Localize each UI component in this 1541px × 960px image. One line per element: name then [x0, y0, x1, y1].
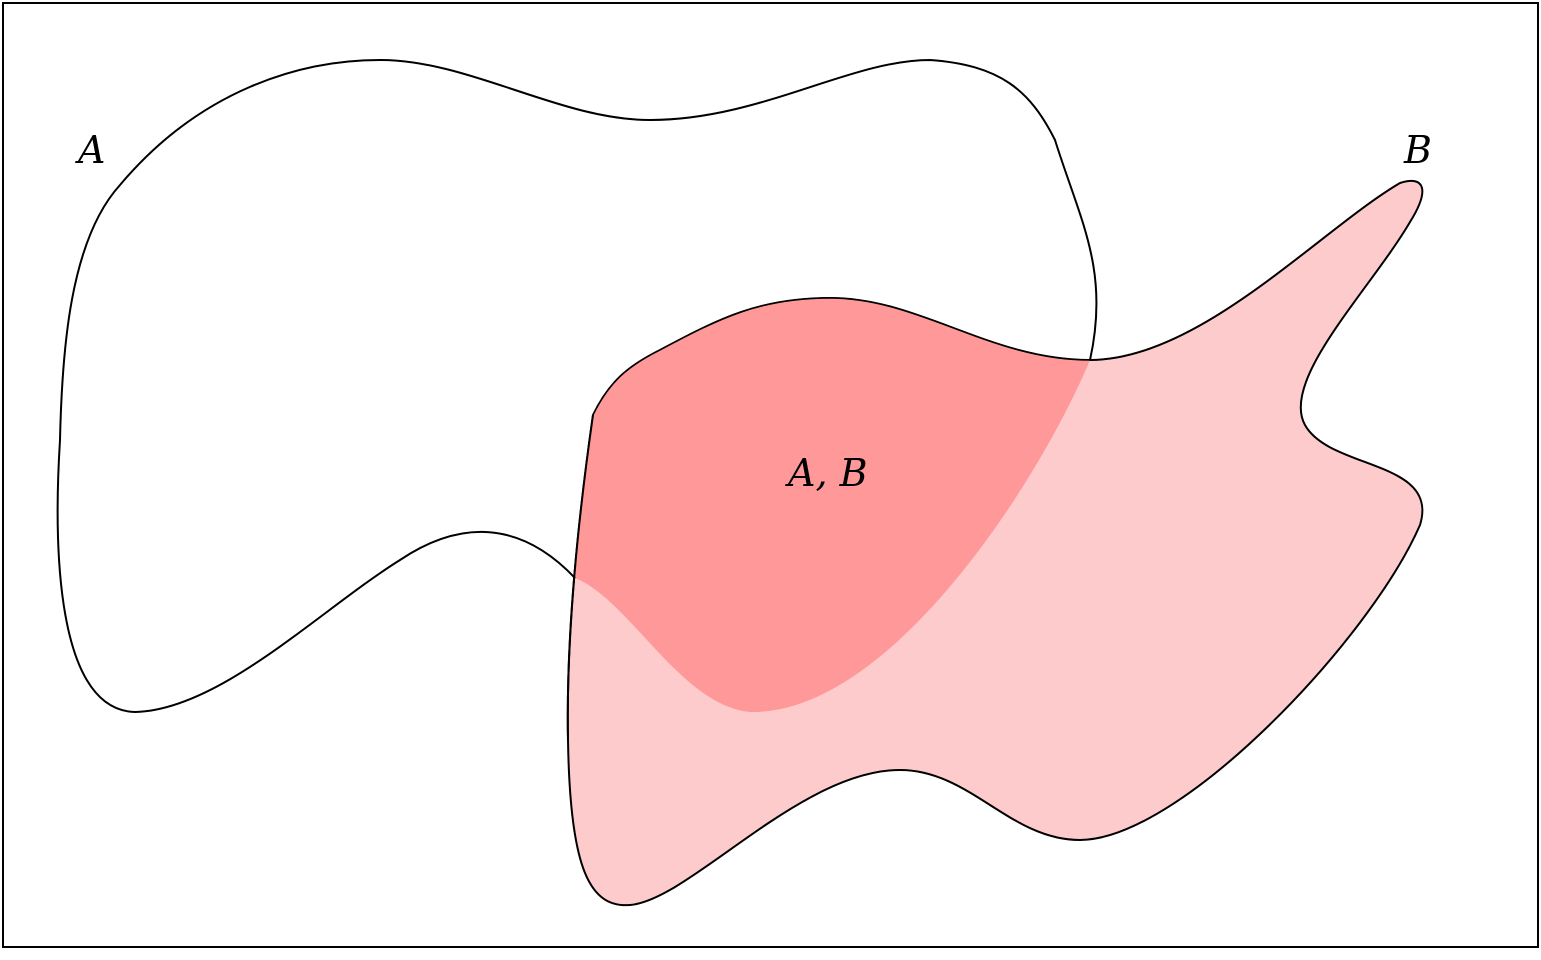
- set-b-outline: [592, 297, 1091, 416]
- intersection-label: A, B: [785, 451, 868, 495]
- set-b-label: B: [1403, 128, 1432, 172]
- set-b-left-outline: [566, 414, 594, 741]
- set-a-label: A: [75, 128, 105, 172]
- set-a-outline: [56, 58, 1098, 714]
